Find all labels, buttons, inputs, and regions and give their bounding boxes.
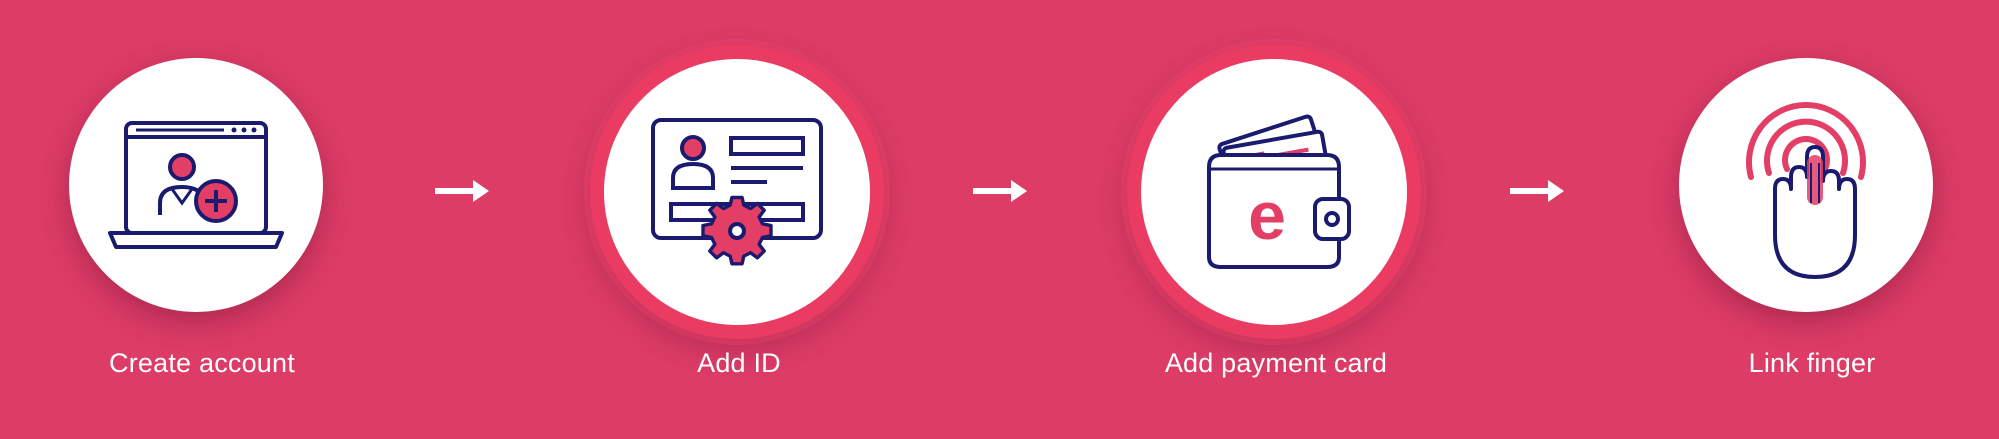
step-create-account-circle xyxy=(69,58,323,312)
step-add-payment-card-circle: e xyxy=(1127,45,1421,339)
step-label-link-finger: Link finger xyxy=(1748,348,1876,378)
step-link-finger-circle xyxy=(1679,58,1933,312)
arrow-right-icon xyxy=(973,180,1027,202)
fingerprint-touch-icon xyxy=(1746,102,1866,279)
step-label-create-account: Create account xyxy=(109,348,295,378)
wallet-icon: e xyxy=(1207,114,1351,269)
id-card-gear-icon xyxy=(651,118,823,266)
arrow-right-icon xyxy=(435,180,489,202)
step-label-add-payment-card: Add payment card xyxy=(1164,348,1388,378)
step-label-add-id: Add ID xyxy=(697,348,781,378)
laptop-add-user-icon xyxy=(108,121,284,249)
arrow-right-icon xyxy=(1510,180,1564,202)
wallet-letter: e xyxy=(1248,178,1286,254)
step-add-id-circle xyxy=(590,45,884,339)
